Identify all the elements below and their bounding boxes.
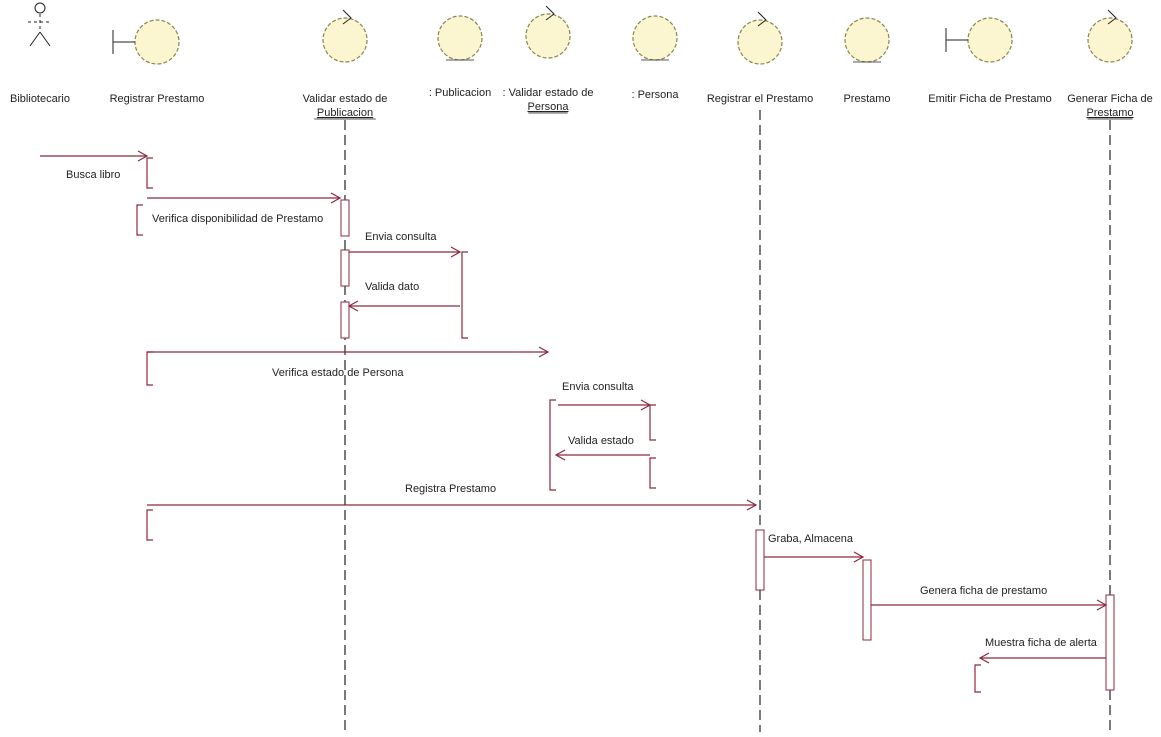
message-label: Registra Prestamo <box>405 483 496 495</box>
activation-bar <box>340 199 350 237</box>
activation-bracket <box>649 457 656 489</box>
activation-bracket <box>146 157 153 189</box>
activation-bracket <box>146 509 153 541</box>
participant-label: Persona <box>528 101 570 113</box>
message-envia-consulta-2: Envia consulta <box>558 381 652 411</box>
activation-bar <box>755 529 765 591</box>
message-muestra-ficha: Muestra ficha de alerta <box>978 637 1106 664</box>
participant-label: Emitir Ficha de Prestamo <box>928 93 1051 105</box>
participant-label: Prestamo <box>1086 107 1133 119</box>
message-label: Valida estado <box>568 435 634 447</box>
arrowhead <box>137 150 149 162</box>
message-registra-prestamo: Registra Prestamo <box>147 483 758 511</box>
entity-icon <box>844 17 890 63</box>
activation-bracket <box>461 251 468 339</box>
participant-label: : Publicacion <box>429 87 491 99</box>
participant-bibliotecario: Bibliotecario <box>10 2 70 105</box>
activation-bracket <box>974 664 981 693</box>
activation-bar <box>1105 594 1115 691</box>
activation-bar <box>340 301 350 339</box>
participant-label: : Persona <box>631 89 679 101</box>
message-verifica-disponibilidad: Verifica disponibilidad de Prestamo <box>147 192 342 225</box>
control-icon <box>1087 9 1133 63</box>
participant-validar-estado-publicacion: Validar estado de Publicacion <box>303 9 388 120</box>
activation-bracket <box>146 351 153 386</box>
participant-label: Prestamo <box>843 93 890 105</box>
arrowhead <box>554 449 566 461</box>
message-busca-libro: Busca libro <box>40 150 149 181</box>
control-icon <box>525 5 571 59</box>
participant-label: Generar Ficha de <box>1067 93 1153 105</box>
arrowhead <box>347 300 359 312</box>
activation-bracket <box>549 399 556 491</box>
activation-bars <box>136 157 1115 693</box>
message-label: Verifica estado de Persona <box>272 367 404 379</box>
message-label: Valida dato <box>365 281 419 293</box>
arrowhead <box>853 551 865 563</box>
activation-bar <box>862 559 872 641</box>
participant-prestamo: Prestamo <box>843 17 891 105</box>
message-valida-estado: Valida estado <box>554 435 650 461</box>
arrowhead <box>450 246 462 258</box>
participant-label: Registrar el Prestamo <box>707 93 813 105</box>
arrowhead <box>640 399 652 411</box>
message-label: Envia consulta <box>365 231 437 243</box>
control-icon <box>322 9 368 63</box>
participant-validar-estado-persona: : Validar estado de Persona <box>503 5 594 114</box>
control-icon <box>737 11 783 65</box>
arrowhead <box>538 346 550 358</box>
message-label: Envia consulta <box>562 381 634 393</box>
message-label: Genera ficha de prestamo <box>920 585 1047 597</box>
activation-bracket <box>649 404 656 441</box>
message-genera-ficha: Genera ficha de prestamo <box>871 585 1108 611</box>
entity-icon <box>632 15 678 61</box>
participant-label: : Validar estado de <box>503 87 594 99</box>
message-graba-almacena: Graba, Almacena <box>764 533 865 563</box>
participant-generar-ficha: Generar Ficha de Prestamo <box>1067 9 1153 120</box>
message-label: Busca libro <box>66 169 120 181</box>
participants: Bibliotecario Registrar Prestamo Validar e… <box>10 2 1153 120</box>
participant-label: Bibliotecario <box>10 93 70 105</box>
participant-registrar-prestamo: Registrar Prestamo <box>110 19 205 105</box>
activation-bar <box>340 249 350 287</box>
message-label: Graba, Almacena <box>768 533 854 545</box>
message-verifica-estado-persona: Verifica estado de Persona <box>147 346 550 379</box>
participant-label: Validar estado de <box>303 93 388 105</box>
boundary-icon <box>112 19 180 65</box>
actor-icon <box>28 2 52 47</box>
message-label: Muestra ficha de alerta <box>985 637 1098 649</box>
arrowhead <box>978 652 990 664</box>
entity-icon <box>437 15 483 61</box>
participant-label: Registrar Prestamo <box>110 93 205 105</box>
participant-registrar-prestamo-ctrl: Registrar el Prestamo <box>707 11 813 105</box>
message-envia-consulta-1: Envia consulta <box>349 231 462 258</box>
activation-bracket <box>136 204 143 236</box>
message-valida-dato: Valida dato <box>347 281 460 312</box>
participant-persona: : Persona <box>631 15 679 101</box>
participant-publicacion: : Publicacion <box>429 15 491 99</box>
participant-label: Publicacion <box>317 107 373 119</box>
boundary-icon <box>945 17 1013 63</box>
participant-emitir-ficha: Emitir Ficha de Prestamo <box>928 17 1052 105</box>
arrowhead <box>1096 599 1108 611</box>
arrowhead <box>746 499 758 511</box>
arrowhead <box>330 192 342 204</box>
message-label: Verifica disponibilidad de Prestamo <box>152 213 323 225</box>
